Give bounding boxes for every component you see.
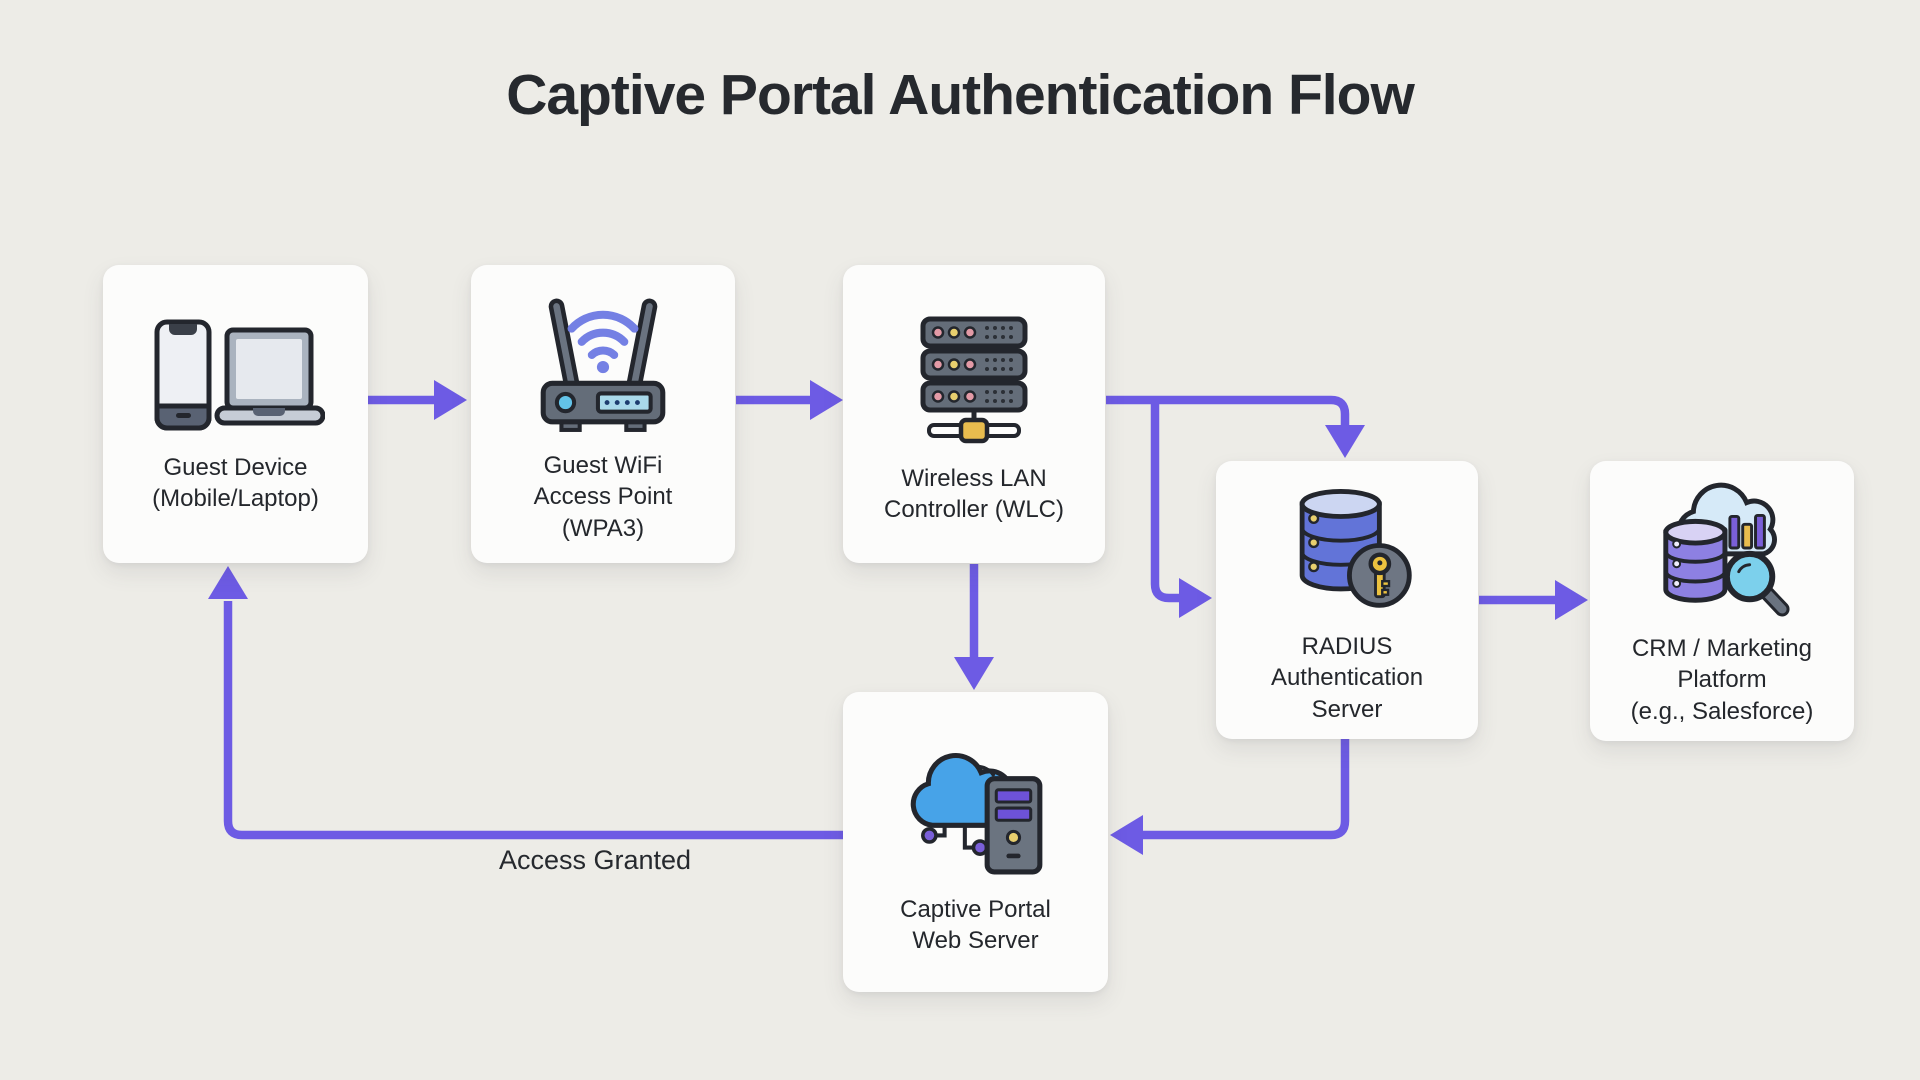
node-label: Captive Portal Web Server bbox=[900, 895, 1051, 954]
node-wifi-ap: Guest WiFi Access Point (WPA3) bbox=[471, 265, 735, 563]
arrowhead-right-icon bbox=[810, 380, 843, 420]
edge-wlc-to-radius-top bbox=[1106, 395, 1350, 427]
node-portal: Captive Portal Web Server bbox=[843, 692, 1108, 992]
node-label: Guest Device (Mobile/Laptop) bbox=[152, 453, 319, 512]
wifi-router-icon bbox=[540, 298, 666, 433]
crm-analytics-icon bbox=[1663, 482, 1790, 617]
server-rack-icon bbox=[920, 316, 1028, 444]
node-label: CRM / Marketing Platform (e.g., Salesfor… bbox=[1630, 635, 1814, 725]
node-radius: RADIUS Authentication Server bbox=[1216, 461, 1478, 739]
arrowhead-left-icon bbox=[1110, 815, 1143, 855]
node-label: RADIUS Authentication Server bbox=[1270, 633, 1424, 723]
node-label: Guest WiFi Access Point (WPA3) bbox=[533, 452, 673, 542]
arrowhead-up-icon bbox=[208, 566, 248, 599]
cloud-server-icon bbox=[910, 752, 1042, 875]
arrowhead-right-icon bbox=[434, 380, 467, 420]
edge-portal-to-device bbox=[223, 601, 844, 840]
arrowhead-right-icon bbox=[1555, 580, 1588, 620]
guest-device-icon bbox=[154, 319, 325, 431]
access-granted-label: Access Granted bbox=[498, 845, 692, 875]
node-crm: CRM / Marketing Platform (e.g., Salesfor… bbox=[1590, 461, 1854, 741]
edge-radius-to-portal bbox=[1141, 739, 1350, 840]
node-guest-device: Guest Device (Mobile/Laptop) bbox=[103, 265, 368, 563]
node-wlc: Wireless LAN Controller (WLC) bbox=[843, 265, 1105, 563]
node-label: Wireless LAN Controller (WLC) bbox=[883, 464, 1065, 523]
arrowhead-right-icon bbox=[1179, 578, 1212, 618]
diagram-title: Captive Portal Authentication Flow bbox=[506, 63, 1415, 127]
arrowhead-down-icon bbox=[954, 657, 994, 690]
arrowhead-down-icon bbox=[1325, 425, 1365, 458]
edge-wlc-to-radius-left bbox=[1150, 402, 1181, 603]
database-key-icon bbox=[1299, 489, 1412, 608]
